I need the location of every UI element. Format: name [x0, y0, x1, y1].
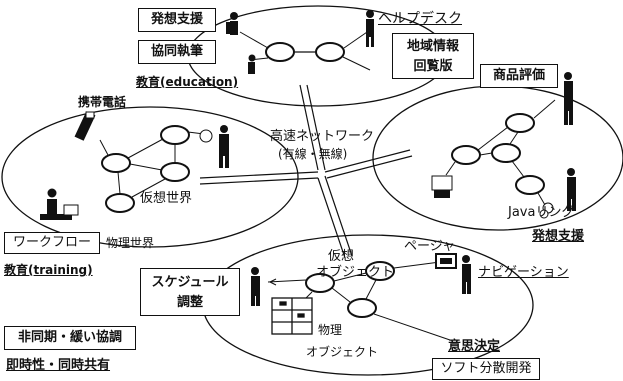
wired-wireless-label: (有線・無線): [278, 147, 348, 161]
node: [505, 113, 535, 133]
person-icon-bottom-left: [251, 267, 260, 306]
node: [105, 193, 135, 213]
regional-info-label: 地域情報: [406, 39, 459, 54]
small-device: [199, 129, 213, 143]
idea-support-box-top: 発想支援: [138, 8, 216, 32]
object-label-bottom: オブジェクト: [306, 345, 379, 359]
circulation-label: 回覧版: [413, 59, 453, 74]
product-review-label: 商品評価: [492, 68, 545, 83]
idea-support-label-right: 発想支援: [532, 229, 585, 244]
virtual-world-label: 仮想世界: [140, 191, 193, 206]
node: [265, 42, 295, 62]
workflow-box: ワークフロー: [4, 232, 100, 254]
idea-support-label-top: 発想支援: [150, 12, 203, 27]
schedule-box: スケジュール 調整: [140, 268, 240, 316]
node: [515, 175, 545, 195]
node: [491, 143, 521, 163]
node: [451, 145, 481, 165]
regional-info-box: 地域情報 回覧版: [392, 33, 474, 79]
right-node-group: [445, 99, 556, 219]
pager-label: ページャ: [404, 239, 456, 254]
software-dev-label: ソフト分散開発: [440, 361, 532, 376]
highspeed-network-label: 高速ネットワーク: [270, 129, 375, 144]
person-at-desk-icon: [40, 188, 79, 220]
product-review-box: 商品評価: [480, 64, 558, 88]
async-collab-label: 非同期・緩い協調: [17, 330, 122, 345]
virtual-label: 仮想: [328, 249, 355, 264]
helpdesk-label: ヘルプデスク: [378, 11, 462, 27]
education-training-label: 教育(training): [4, 263, 93, 277]
collab-writing-label: 協同執筆: [150, 44, 203, 59]
software-dev-box: ソフト分散開発: [432, 358, 540, 380]
schedule-label-line1: スケジュール: [151, 275, 229, 290]
person-icon-top-left: [226, 12, 238, 35]
node: [347, 298, 377, 318]
realtime-share-label: 即時性・同時共有: [6, 358, 111, 373]
node: [365, 261, 395, 281]
schedule-label-line2: 調整: [176, 295, 203, 310]
mobile-phone-label: 携帯電話: [78, 95, 127, 109]
java-ring-label: Javaリング: [508, 205, 575, 220]
node: [160, 125, 190, 145]
bottom-node-group: [267, 261, 451, 341]
education-edu-label: 教育(education): [136, 75, 239, 89]
ellipse-left-world: [1, 106, 299, 248]
person-icon-left-standing: [219, 125, 229, 168]
person-icon-bottom-right: [462, 255, 471, 294]
mobile-phone-icon: [74, 111, 96, 141]
computer-icon-right: [431, 175, 453, 198]
workflow-label: ワークフロー: [12, 235, 91, 250]
node: [305, 273, 335, 293]
network-backbone: [199, 84, 413, 259]
node: [315, 42, 345, 62]
node: [160, 162, 190, 182]
small-device: [539, 209, 549, 219]
navigation-label: ナビゲーション: [478, 265, 569, 280]
person-icon-top-right: [366, 10, 374, 47]
async-collab-box: 非同期・緩い協調: [4, 326, 136, 350]
filing-cabinet-icon: [271, 297, 313, 335]
physical-world-label: 物理世界: [106, 236, 155, 250]
decision-making-label: 意思決定: [448, 339, 501, 354]
top-node-group: [239, 29, 371, 71]
pager-icon: [435, 253, 457, 269]
person-icon-right-bottom: [567, 168, 576, 211]
node: [101, 153, 131, 173]
collab-writing-box: 協同執筆: [138, 40, 216, 64]
object-label-top: オブジェクト: [316, 265, 395, 280]
physical-label: 物理: [318, 323, 343, 337]
left-node-group: [99, 125, 213, 213]
person-icon-right-top: [564, 72, 573, 125]
person-icon-top-center: [248, 54, 256, 74]
